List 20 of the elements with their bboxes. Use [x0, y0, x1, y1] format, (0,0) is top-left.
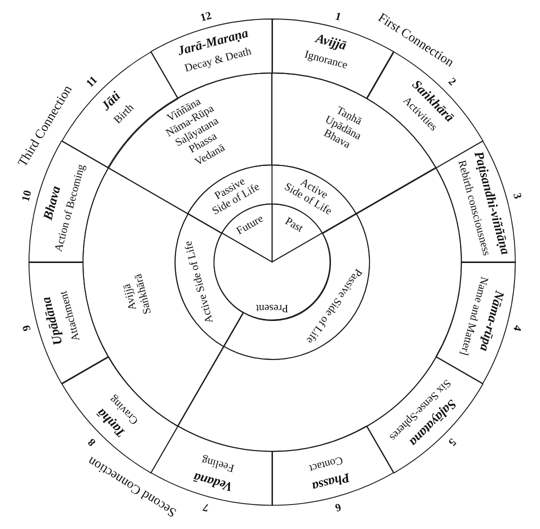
- step-number: 4: [510, 324, 524, 332]
- step-number: 9: [20, 324, 34, 332]
- step-number: 11: [84, 74, 100, 90]
- ring-segment: [271, 164, 357, 234]
- step-number: 12: [199, 9, 214, 24]
- step-number: 3: [510, 192, 524, 200]
- step-number: 7: [202, 500, 210, 514]
- ring-segment: [222, 212, 370, 360]
- phase-label: Active Side of Life: [182, 239, 216, 324]
- time-label: Future: [235, 212, 266, 238]
- time-label: Past: [282, 214, 304, 235]
- term-translation: Feeling: [200, 454, 236, 474]
- wheel-segment: [366, 356, 484, 474]
- time-label: Present: [256, 302, 288, 314]
- step-number: 6: [334, 500, 342, 514]
- step-number: 10: [19, 189, 34, 204]
- ring-segment: [186, 164, 273, 234]
- step-number: 1: [334, 10, 342, 24]
- pali-term: Bhava: [40, 184, 64, 222]
- step-number: 8: [86, 435, 99, 448]
